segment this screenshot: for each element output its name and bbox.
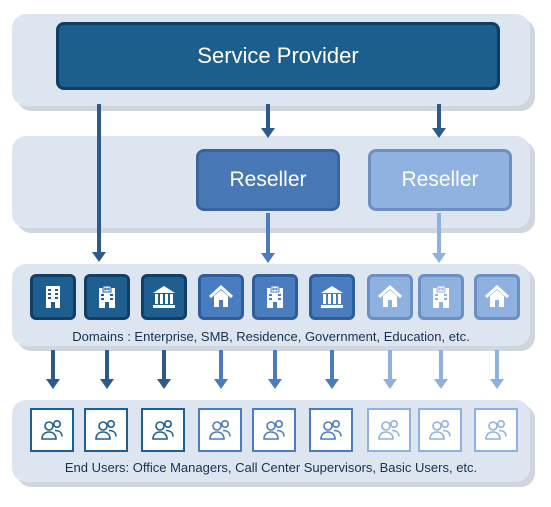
arrow-provider-to-domains — [92, 104, 106, 262]
end-user-tile — [309, 408, 353, 452]
end-user-tile — [30, 408, 74, 452]
arrow-domain-to-users-3 — [157, 350, 171, 389]
end-user-tile — [474, 408, 518, 452]
domain-tile-house — [474, 274, 520, 320]
arrow-domain-to-users-9 — [490, 350, 504, 389]
reseller-label-1: Reseller — [229, 168, 307, 191]
hospital-icon — [99, 285, 115, 308]
house-icon — [377, 284, 403, 307]
end-user-tile — [418, 408, 462, 452]
domain-tile-hospital — [84, 274, 130, 320]
arrow-domain-to-users-5 — [268, 350, 282, 389]
arrow-domain-to-users-8 — [434, 350, 448, 389]
end-user-tile — [367, 408, 411, 452]
service-provider-box: Service Provider — [56, 22, 500, 90]
users-icon — [320, 420, 342, 440]
domain-tile-house — [198, 274, 244, 320]
users-icon — [429, 420, 451, 440]
government-building-icon — [153, 286, 175, 308]
arrow-domain-to-users-1 — [46, 350, 60, 389]
domain-tile-government — [141, 274, 187, 320]
arrow-provider-to-reseller-2 — [432, 104, 446, 138]
arrow-domain-to-users-6 — [325, 350, 339, 389]
arrow-domain-to-users-4 — [214, 350, 228, 389]
users-icon — [485, 420, 507, 440]
reseller-label-2: Reseller — [401, 168, 479, 191]
end-user-tile — [198, 408, 242, 452]
domain-tile-hospital — [252, 274, 298, 320]
office-building-icon — [46, 286, 60, 308]
arrow-provider-to-reseller-1 — [261, 104, 275, 138]
house-icon — [208, 284, 234, 307]
domain-tile-government — [309, 274, 355, 320]
domain-tile-office-building — [30, 274, 76, 320]
arrow-reseller-1-to-domains — [261, 213, 275, 263]
users-icon — [152, 420, 174, 440]
users-icon — [209, 420, 231, 440]
government-building-icon — [321, 286, 343, 308]
arrow-domain-to-users-7 — [383, 350, 397, 389]
users-icon — [378, 420, 400, 440]
domain-tile-hospital — [418, 274, 464, 320]
end-user-tile — [252, 408, 296, 452]
house-icon — [484, 284, 510, 307]
arrow-domain-to-users-2 — [100, 350, 114, 389]
hospital-icon — [433, 285, 449, 308]
service-provider-label: Service Provider — [197, 43, 359, 68]
reseller-box-2: Reseller — [368, 149, 512, 211]
domain-tile-house — [367, 274, 413, 320]
domains-caption: Domains : Enterprise, SMB, Residence, Go… — [72, 329, 470, 344]
arrow-reseller-2-to-domains — [432, 213, 446, 263]
end-users-caption: End Users: Office Managers, Call Center … — [64, 460, 478, 475]
users-icon — [263, 420, 285, 440]
end-user-tile — [84, 408, 128, 452]
users-icon — [41, 420, 63, 440]
users-icon — [95, 420, 117, 440]
end-user-tile — [141, 408, 185, 452]
hospital-icon — [267, 285, 283, 308]
reseller-box-1: Reseller — [196, 149, 340, 211]
